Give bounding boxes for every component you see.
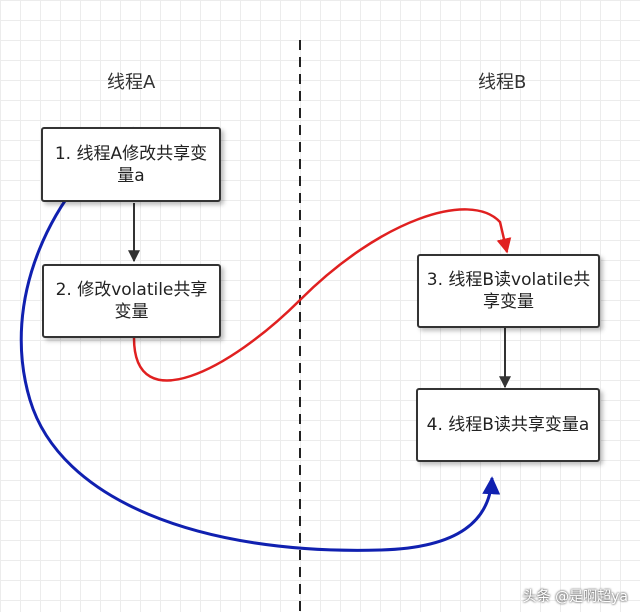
step1-box: 1. 线程A修改共享变量a bbox=[41, 127, 221, 202]
lane-title-thread-a: 线程A bbox=[107, 72, 156, 93]
lane-title-thread-b: 线程B bbox=[478, 72, 527, 93]
step4-box: 4. 线程B读共享变量a bbox=[416, 388, 600, 462]
watermark: 头条 @是啊超ya bbox=[522, 589, 628, 605]
red-flow-arrow bbox=[132, 208, 512, 382]
step2-box: 2. 修改volatile共享变量 bbox=[42, 264, 221, 338]
blue-flow-arrow bbox=[19, 126, 501, 552]
step3-box: 3. 线程B读volatile共享变量 bbox=[417, 254, 600, 328]
